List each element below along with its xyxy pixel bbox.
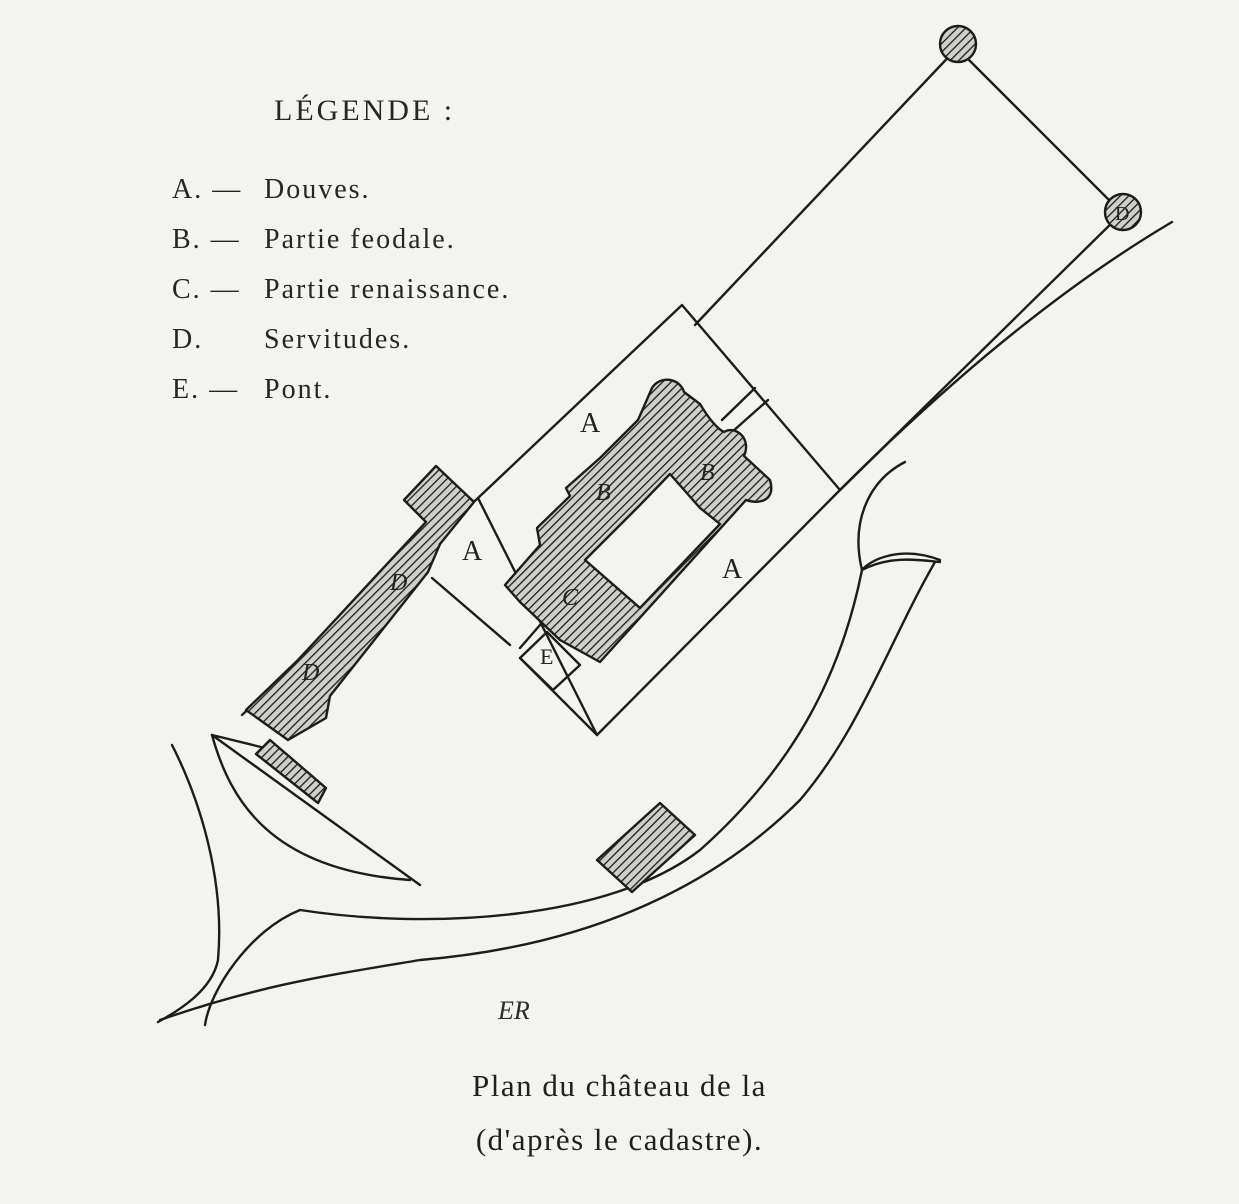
tower-east <box>1103 192 1143 232</box>
north-bridge-b <box>730 398 770 434</box>
tower-north <box>938 24 978 64</box>
legend-title: LÉGENDE : <box>274 94 456 127</box>
caption-line-1: Plan du château de la <box>472 1068 767 1103</box>
label-feudal: B <box>596 480 611 506</box>
legend-label: Pont. <box>264 374 333 405</box>
label-moat-north: A <box>580 408 601 439</box>
moat-outline <box>476 303 842 737</box>
legend-key: E. — <box>172 374 240 405</box>
caption-line-2: (d'après le cadastre). <box>475 1122 764 1157</box>
road-right-edge <box>838 220 1174 492</box>
legend-label: Servitudes. <box>264 324 412 355</box>
legend-item-douves: A. — Douves. <box>172 174 371 206</box>
legend-key: C. — <box>172 274 241 305</box>
label-feudal-2: B <box>700 460 715 486</box>
road-inner <box>158 560 937 1022</box>
legend-item-pont: E. — Pont. <box>172 374 332 406</box>
legend-item-renaissance: C. — Partie renaissance. <box>172 274 510 306</box>
road-outer <box>203 568 864 1027</box>
north-bridge-a <box>720 386 757 422</box>
road-left <box>156 743 221 1024</box>
garden-boundary <box>210 733 422 887</box>
castle-main <box>503 378 773 664</box>
south-shed <box>595 801 697 894</box>
enclosure-lower <box>210 733 267 750</box>
engraver-signature: ER <box>498 996 530 1025</box>
legend-item-feudal: B. — Partie feodale. <box>172 224 456 256</box>
legend-key: D. <box>172 324 204 355</box>
label-moat-west: A <box>462 536 483 567</box>
road-fork-top <box>860 558 942 572</box>
label-bridge: E <box>540 644 553 669</box>
legend-item-servitudes: D. Servitudes. <box>172 324 411 356</box>
outbuildings-block <box>244 464 476 742</box>
label-outbuildings-2: D <box>301 660 319 686</box>
label-renaissance: C <box>562 585 579 611</box>
legend-label: Partie feodale. <box>264 224 456 255</box>
road-fork <box>857 460 942 572</box>
garden-shed <box>254 738 328 805</box>
legend-label: Partie renaissance. <box>264 274 511 305</box>
legend-key: B. — <box>172 224 241 255</box>
avenue-outline <box>693 46 1124 492</box>
label-moat-east: A <box>722 554 743 585</box>
legend-label: Douves. <box>264 174 371 205</box>
bridge-landing <box>518 656 599 737</box>
label-tower: D <box>1115 203 1129 225</box>
moat-west-inner <box>430 576 512 647</box>
moat-bridge-left <box>518 623 542 650</box>
garden-lobe <box>210 733 412 882</box>
legend-key: A. — <box>172 174 243 205</box>
label-outbuildings: D <box>389 570 407 596</box>
